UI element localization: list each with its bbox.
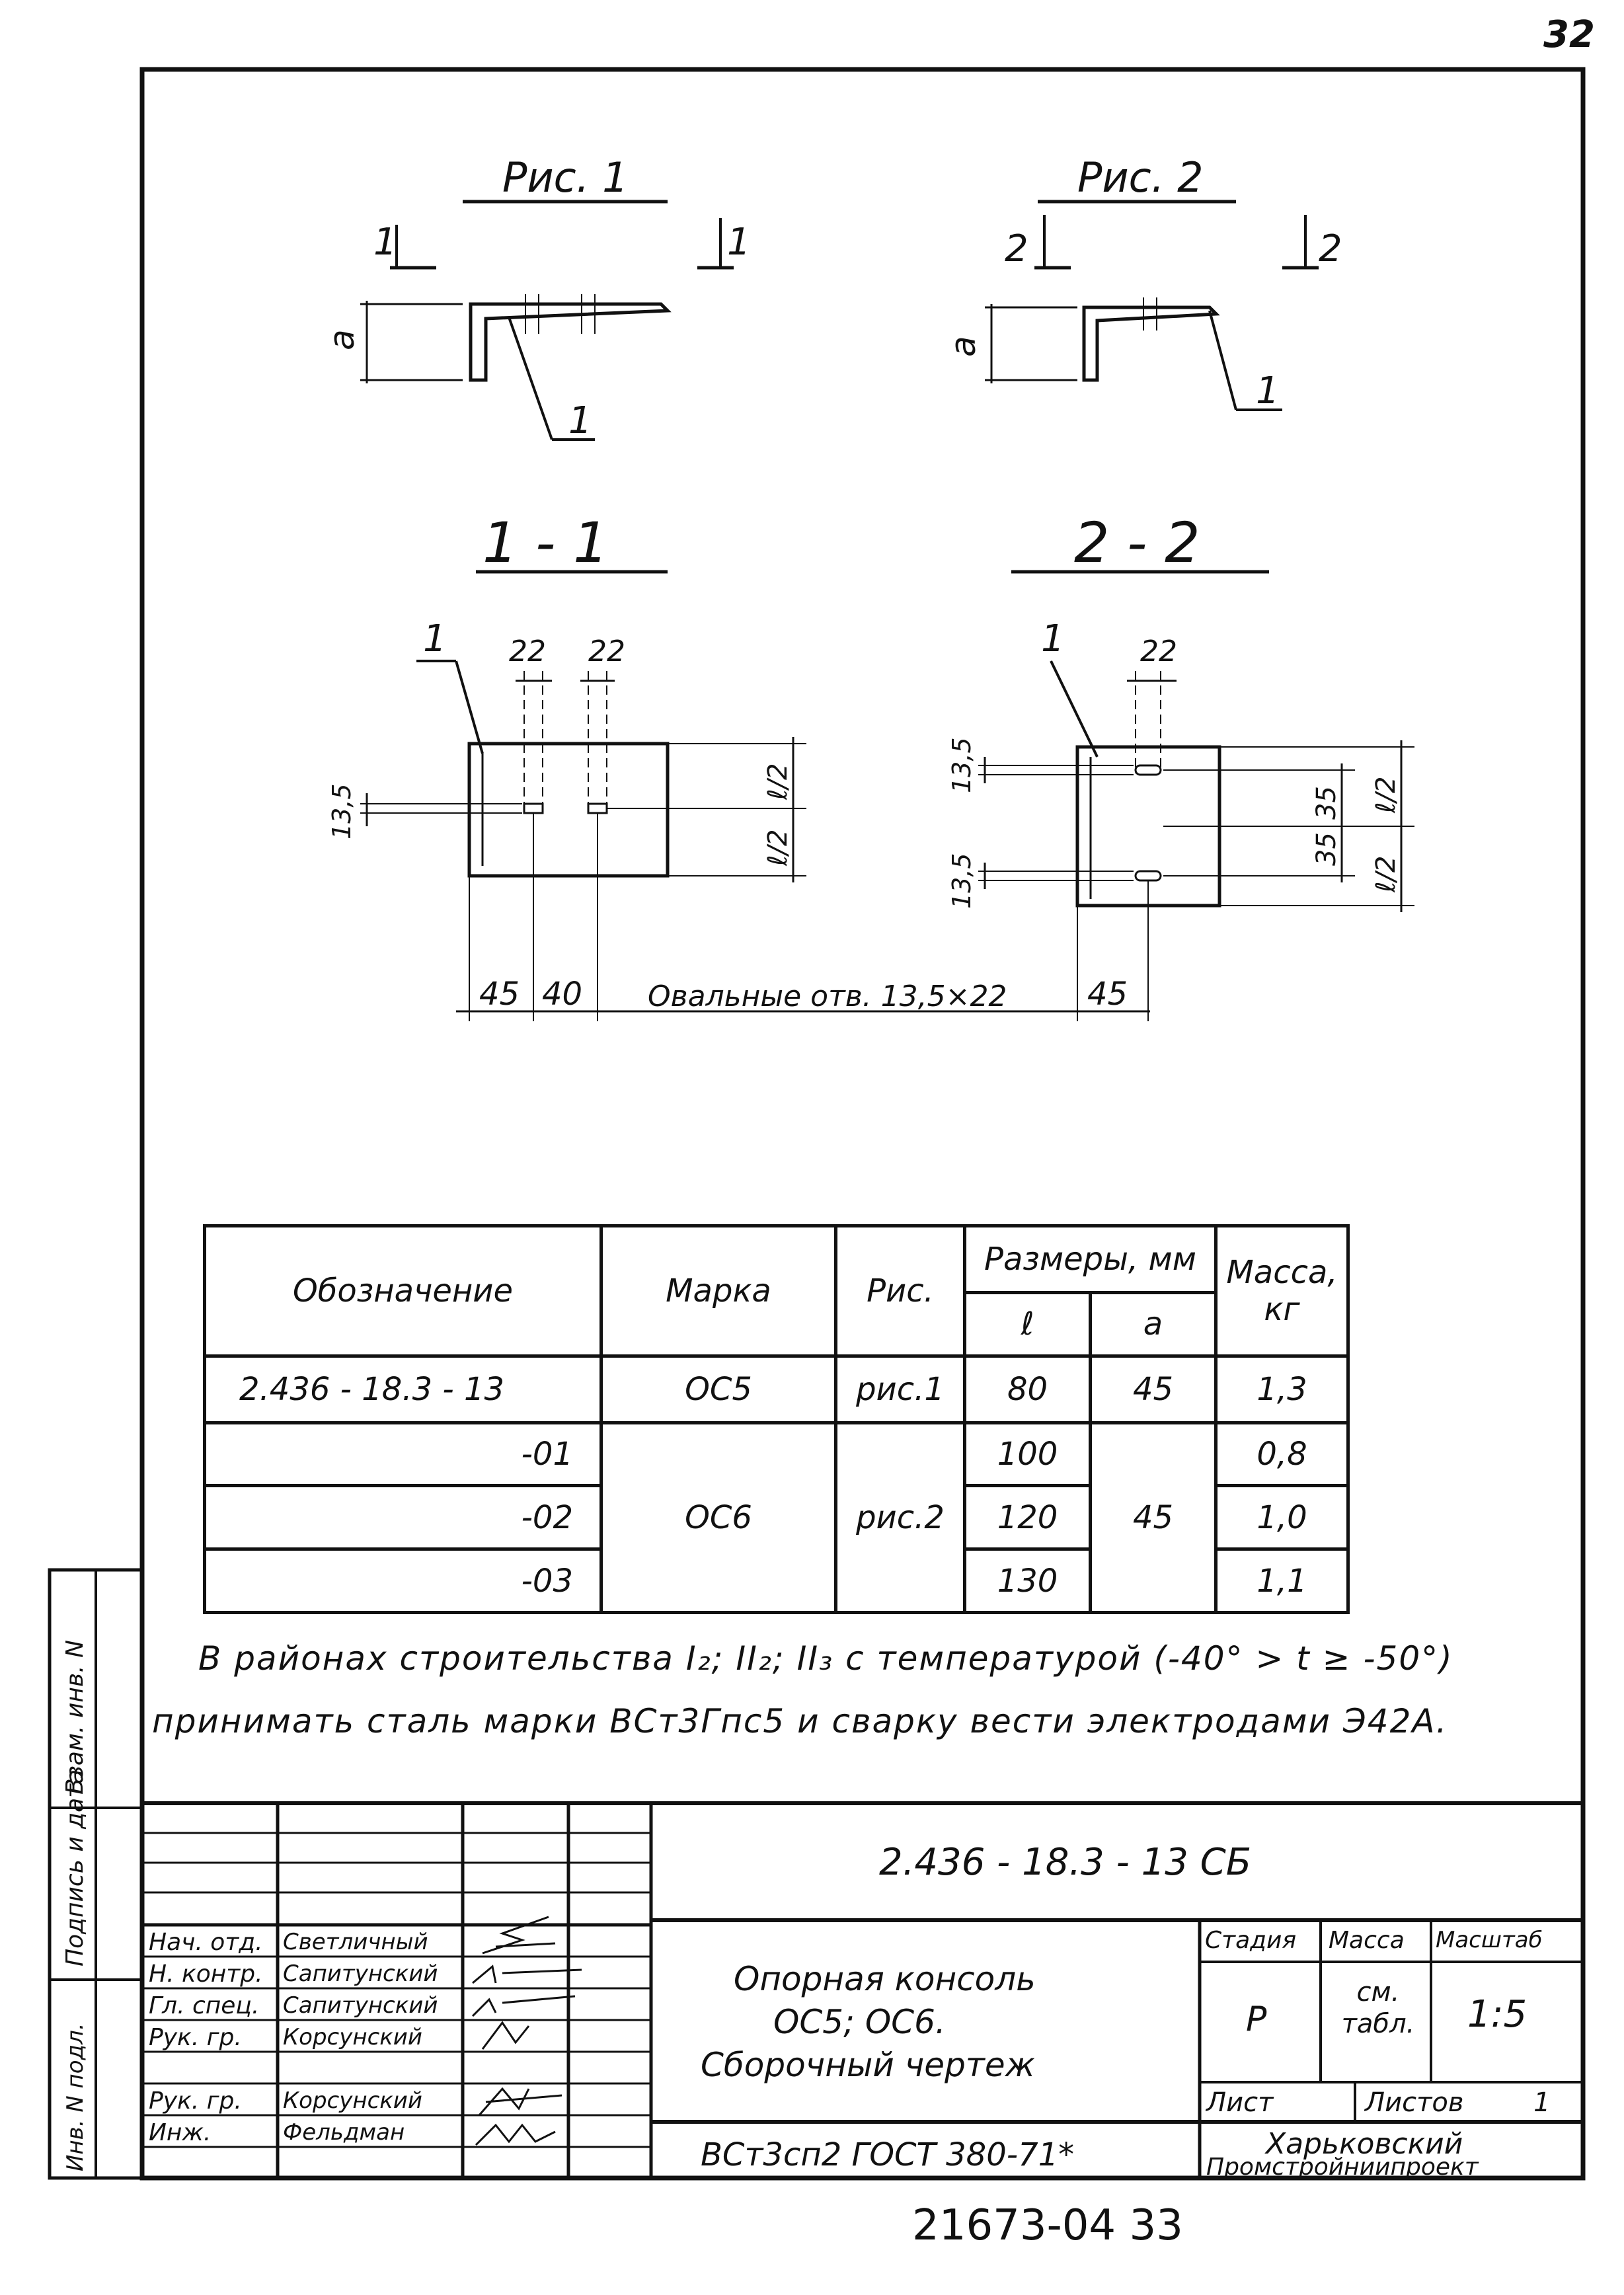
dim-a-fig1: a [323,329,362,350]
cell-mark: ОС5 [599,1354,837,1424]
th-size-a: a [1089,1290,1218,1358]
callout-fig1: 1 [568,399,592,442]
tb-name-5: Корсунский [283,2087,422,2114]
tb-org-1: Харьковский [1266,2127,1463,2161]
cell-designation: -02 [203,1484,603,1551]
dim-13-5-s1: 13,5 [327,783,356,839]
th-fig: Рис. [834,1224,966,1358]
tb-role-5: Рук. гр. [149,2087,242,2115]
cut1-left: 1 [373,221,397,264]
tb-material: ВСт3сп2 ГОСТ 380-71* [701,2136,1075,2173]
th-mark: Марка [599,1224,837,1358]
fig1-title: Рис. 1 [502,153,629,202]
cell-mass: 1,3 [1214,1354,1350,1424]
table-row: -03 130 1,1 [203,1547,1350,1614]
section2-title: 2 - 2 [1074,510,1200,575]
th-size-l: ℓ [963,1290,1092,1358]
tb-title-3: Сборочный чертеж [701,2046,1035,2084]
section2-callout: 1 [1041,617,1065,660]
dim-22-b: 22 [588,635,625,668]
cell-designation: 2.436 - 18.3 - 13 [203,1354,603,1424]
tb-name-4: Корсунский [283,2024,422,2050]
tb-name-3: Сапитунский [283,1992,438,2019]
dim-a-fig2: a [944,336,984,357]
th-sizes: Размеры, мм [963,1224,1218,1294]
section1-title: 1 - 1 [483,510,609,575]
table-row: -02 120 1,0 [203,1484,1350,1551]
dim-l2-s2b: ℓ/2 [1371,856,1401,893]
drawing-frame [139,67,1586,2181]
cut2-left: 2 [1005,227,1028,270]
tb-role-4: Рук. гр. [149,2024,242,2051]
cell-l: 130 [963,1547,1092,1614]
tb-sheets-value: 1 [1533,2087,1551,2118]
th-designation: Обозначение [203,1224,603,1358]
tb-name-6: Фельдман [283,2119,405,2146]
cell-mass: 1,1 [1214,1547,1350,1614]
dim-22-c: 22 [1140,635,1177,668]
dim-l2-s2a: ℓ/2 [1371,777,1401,814]
cell-fig: рис.2 [834,1420,966,1615]
dim-13-5-s2b: 13,5 [947,853,976,909]
tb-title-2: ОС5; ОС6. [773,2003,946,2041]
side-sign-date: Подпись и дата [61,1770,89,1966]
table-row: -01 ОС6 рис.2 100 45 0,8 [203,1420,1350,1615]
cell-mass: 1,0 [1214,1484,1350,1551]
section1-callout: 1 [423,617,447,660]
note-line-1: В районах строительства I₂; II₂; II₃ с т… [198,1639,1453,1678]
side-vzam-inv: Взам. инв. N [61,1640,89,1795]
tb-sheets-label: Листов [1365,2087,1464,2118]
holes-note: Овальные отв. 13,5×22 [648,980,1007,1013]
specification-table: Обозначение Марка Рис. Размеры, мм Масса… [203,1224,1350,1615]
cell-a: 45 [1089,1420,1218,1615]
tb-title-1: Опорная консоль [734,1960,1036,1998]
cell-fig: рис.1 [834,1354,966,1424]
dim-45-left: 45 [479,976,520,1013]
cell-mass: 0,8 [1214,1420,1350,1488]
tb-mass-label: Масса [1329,1927,1405,1954]
side-inv-podl: Инв. N подл. [62,2023,89,2171]
tb-scale-label: Масштаб [1436,1927,1543,1953]
dim-22-a: 22 [509,635,546,668]
dim-13-5-s2a: 13,5 [947,737,976,793]
dim-40: 40 [542,976,582,1013]
tb-role-1: Нач. отд. [149,1929,263,1956]
tb-scale-value: 1:5 [1467,1993,1527,2036]
dim-35-b: 35 [1311,832,1342,866]
section1-plate [467,742,670,878]
cut2-right: 2 [1319,227,1342,270]
footer-code: 21673-04 33 [912,2201,1183,2250]
tb-org-2: Промстройниипроект [1206,2154,1479,2181]
cell-l: 80 [963,1354,1092,1424]
table-row: 2.436 - 18.3 - 13 ОС5 рис.1 80 45 1,3 [203,1354,1350,1424]
cut1-right: 1 [727,221,751,264]
cell-mark: ОС6 [599,1420,837,1615]
cell-l: 120 [963,1484,1092,1551]
tb-stage-value: Р [1246,2000,1267,2039]
tb-role-3: Гл. спец. [149,1992,260,2019]
cell-designation: -03 [203,1547,603,1614]
cell-designation: -01 [203,1420,603,1488]
cell-a: 45 [1089,1354,1218,1424]
tb-name-1: Светличный [283,1929,428,1955]
signatures [471,1916,582,2146]
tb-role-2: Н. контр. [149,1961,263,1988]
page-number: 32 [1543,13,1595,56]
tb-mass-value: см. табл. [1341,1977,1415,2039]
tb-sheet-label: Лист [1206,2087,1274,2118]
tb-doc-code: 2.436 - 18.3 - 13 СБ [879,1841,1252,1884]
callout-fig2: 1 [1256,370,1280,412]
dim-l2-s1a: ℓ/2 [763,763,793,800]
fig2-title: Рис. 2 [1077,153,1204,202]
th-mass: Масса, кг [1214,1224,1350,1358]
tb-stage-label: Стадия [1205,1927,1297,1954]
cell-l: 100 [963,1420,1092,1488]
tb-role-6: Инж. [149,2119,212,2146]
tb-name-2: Сапитунский [283,1961,438,1987]
dim-35-a: 35 [1311,786,1342,820]
note-line-2: принимать сталь марки ВСт3Гпс5 и сварку … [152,1702,1448,1740]
dim-l2-s1b: ℓ/2 [763,830,793,867]
dim-45-right: 45 [1087,976,1128,1013]
